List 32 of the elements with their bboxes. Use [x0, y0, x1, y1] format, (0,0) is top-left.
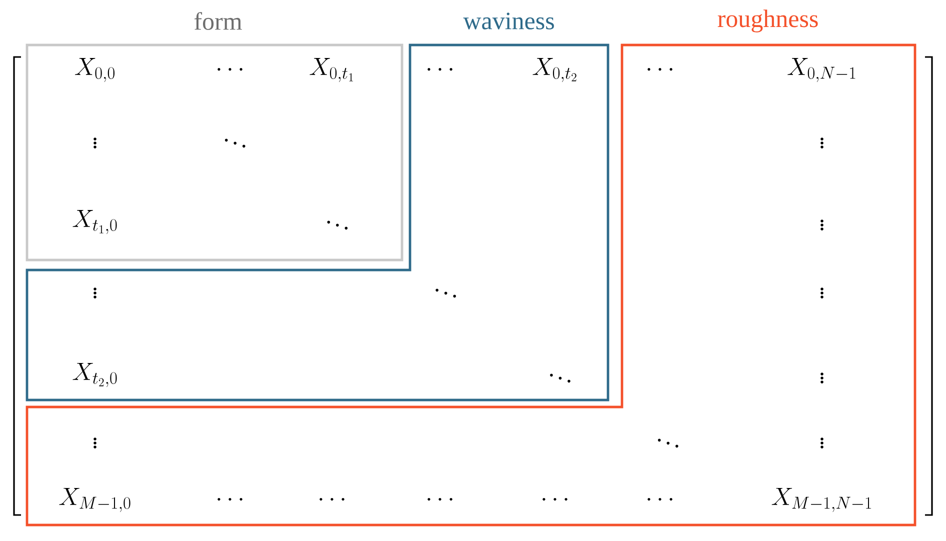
matrix-entry: $\vdots$ — [820, 372, 824, 384]
matrix-entry: $\vdots$ — [820, 288, 824, 298]
node-label: waviness — [463, 12, 554, 30]
matrix-entry: $\cdots$ — [648, 498, 672, 501]
matrix-entry: $\cdots$ — [648, 68, 672, 71]
matrix-entry: $\cdots$ — [428, 68, 452, 71]
matrix-entry: $X_{M-1,0}$ — [59, 488, 130, 512]
matrix-entry: $\vdots$ — [94, 288, 96, 298]
matrix-entry: $X_{t_1,0}$ — [72, 210, 117, 234]
node-label: roughness — [718, 10, 818, 32]
matrix-entry: $\cdots$ — [218, 68, 242, 71]
matrix-entry: $X_{0,t_2}$ — [532, 58, 576, 82]
matrix-entry: $\vdots$ — [94, 438, 96, 448]
matrix-entry: $X_{M-1,N-1}$ — [772, 488, 872, 512]
matrix-entry: $\cdots$ — [542, 498, 568, 501]
matrix-entry: $\cdots$ — [218, 498, 242, 501]
matrix-entry: $\ddots$ — [224, 138, 246, 148]
matrix-entry: $\ddots$ — [658, 438, 678, 448]
matrix-entry: $\cdots$ — [428, 498, 452, 501]
matrix-entry: $\vdots$ — [820, 438, 824, 448]
matrix-entry: $\ddots$ — [550, 374, 570, 383]
node-label: form — [194, 12, 242, 30]
matrix-entry: $X_{0,t_1}$ — [310, 58, 353, 82]
matrix-entry: $\ddots$ — [436, 288, 456, 298]
matrix-entry: $\vdots$ — [820, 220, 824, 230]
matrix-entry: $\cdots$ — [320, 498, 344, 501]
matrix-entry: $\vdots$ — [820, 138, 824, 148]
matrix-entry: $\ddots$ — [327, 220, 348, 230]
matrix-entry: $X_{t_2,0}$ — [72, 362, 117, 388]
matrix-entry: $X_{0,N-1}$ — [788, 58, 856, 82]
matrix-entry: $X_{0,0}$ — [75, 58, 114, 82]
matrix-entry: $\vdots$ — [94, 138, 96, 148]
